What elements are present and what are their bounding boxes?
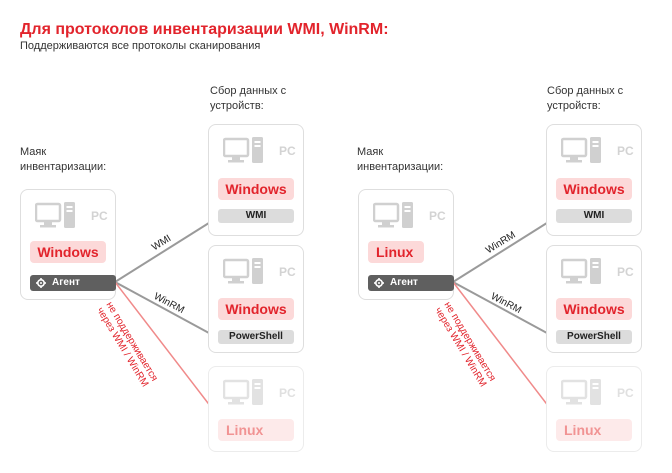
target-device-card: PC Windows WMI: [546, 124, 642, 236]
pc-label: PC: [617, 386, 634, 400]
computer-icon: [223, 137, 263, 163]
computer-icon: [373, 202, 413, 228]
os-badge: Windows: [556, 178, 632, 200]
agent-badge: Агент: [368, 275, 454, 291]
computer-icon: [561, 137, 601, 163]
target-device-card: PC Windows PowerShell: [546, 245, 642, 353]
pc-label: PC: [279, 144, 296, 158]
gear-icon: [374, 278, 384, 288]
os-badge: Linux: [218, 419, 294, 441]
unsupported-line-2: [452, 281, 550, 408]
computer-icon: [223, 379, 263, 405]
os-badge: Windows: [30, 241, 106, 263]
computer-icon: [223, 258, 263, 284]
protocol-badge: PowerShell: [556, 330, 632, 344]
source-device-card: PC Windows Агент: [20, 189, 116, 300]
pc-label: PC: [91, 209, 108, 223]
source-label: Маяк инвентаризации:: [357, 146, 444, 173]
pc-label: PC: [279, 386, 296, 400]
source-device-card: PC Linux Агент: [358, 189, 454, 300]
target-label: Сбор данных с устройств:: [210, 85, 287, 112]
pc-label: PC: [429, 209, 446, 223]
unsupported-line: [114, 281, 212, 408]
agent-label: Агент: [390, 277, 418, 288]
pc-row: PC: [35, 202, 113, 230]
pc-row: PC: [561, 137, 639, 165]
target-label: Сбор данных с устройств:: [547, 85, 624, 112]
agent-label: Агент: [52, 277, 80, 288]
edge-line-winrm-3: [452, 281, 559, 340]
os-badge: Windows: [218, 178, 294, 200]
agent-badge: Агент: [30, 275, 116, 291]
os-badge: Linux: [368, 241, 424, 263]
pc-row: PC: [373, 202, 451, 230]
computer-icon: [561, 379, 601, 405]
target-device-card-unsupported: PC Linux: [546, 366, 642, 452]
edge-line-wmi: [114, 215, 221, 283]
protocol-badge: WMI: [218, 209, 294, 223]
protocol-badge: WMI: [556, 209, 632, 223]
computer-icon: [35, 202, 75, 228]
gear-icon: [36, 278, 46, 288]
target-device-card-unsupported: PC Linux: [208, 366, 304, 452]
pc-row: PC: [223, 258, 301, 286]
page-title: Для протоколов инвентаризации WMI, WinRM…: [20, 21, 389, 38]
pc-row: PC: [561, 379, 639, 407]
page-subtitle: Поддерживаются все протоколы сканировани…: [20, 40, 261, 52]
os-badge: Windows: [218, 298, 294, 320]
source-label: Маяк инвентаризации:: [20, 146, 107, 173]
pc-row: PC: [561, 258, 639, 286]
target-device-card: PC Windows PowerShell: [208, 245, 304, 353]
edge-line-winrm: [114, 281, 221, 340]
protocol-badge: PowerShell: [218, 330, 294, 344]
os-badge: Windows: [556, 298, 632, 320]
pc-label: PC: [279, 265, 296, 279]
pc-row: PC: [223, 137, 301, 165]
computer-icon: [561, 258, 601, 284]
os-badge: Linux: [556, 419, 632, 441]
pc-row: PC: [223, 379, 301, 407]
target-device-card: PC Windows WMI: [208, 124, 304, 236]
pc-label: PC: [617, 265, 634, 279]
edge-line-winrm-2: [452, 215, 559, 283]
pc-label: PC: [617, 144, 634, 158]
